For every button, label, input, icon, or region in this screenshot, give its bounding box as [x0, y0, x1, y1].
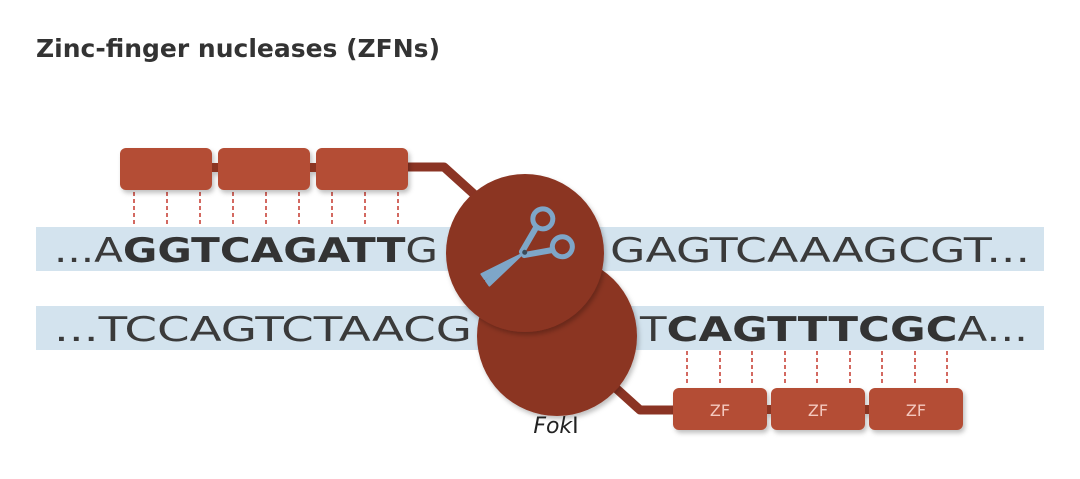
bottom-right-base-8: G	[890, 310, 926, 350]
top-zinc-finger-array	[120, 148, 408, 190]
top-binding-lines	[133, 192, 399, 226]
zf-label-3: ZF	[906, 401, 926, 420]
scissors-icon	[480, 206, 575, 287]
bottom-right-base-1: C	[667, 310, 699, 350]
top-linker	[405, 162, 490, 209]
top-left-base-9: T	[377, 231, 407, 271]
top-left-base-4: C	[220, 231, 251, 271]
foki-label-italic: Fok	[533, 414, 573, 439]
bottom-zinc-finger-array	[673, 388, 963, 430]
bottom-zinc-finger-2	[771, 388, 865, 430]
bottom-right-base-4: T	[767, 310, 798, 350]
top-left-base-8: T	[347, 231, 377, 271]
foki-label: FokI	[533, 414, 578, 439]
zf-label-1: ZF	[710, 401, 730, 420]
top-left-base-1: G	[123, 231, 158, 271]
bottom-sequence-left: ...TCCAGTCTAACG	[54, 310, 472, 350]
zf-label-2: ZF	[808, 401, 828, 420]
foki-label-roman: I	[572, 414, 579, 439]
bottom-binding-lines	[686, 351, 948, 386]
top-left-base-2: G	[157, 231, 191, 271]
bottom-right-base-5: T	[798, 310, 829, 350]
top-sequence-right: GAGTCAAAGCGT...	[610, 231, 1030, 271]
bottom-right-base-10: A...	[958, 310, 1028, 350]
bottom-right-base-9: C	[926, 310, 958, 350]
bottom-right-base-3: G	[732, 310, 767, 350]
top-zinc-finger-2	[218, 148, 310, 190]
bottom-right-base-0: T	[639, 310, 667, 350]
bottom-right-base-7: C	[858, 310, 890, 350]
top-left-base-3: T	[191, 231, 221, 271]
top-left-base-10: G	[405, 231, 438, 271]
bottom-zinc-finger-1	[673, 388, 767, 430]
top-left-base-7: A	[318, 231, 351, 271]
bottom-right-base-6: T	[828, 310, 859, 350]
bottom-right-base-2: A	[698, 310, 733, 350]
top-left-base-5: A	[251, 231, 284, 271]
top-zinc-finger-3	[316, 148, 408, 190]
top-left-base-0: ...A	[54, 231, 123, 271]
bottom-zinc-finger-3	[869, 388, 963, 430]
figure-title: Zinc-finger nucleases (ZFNs)	[36, 34, 440, 63]
top-zinc-finger-1	[120, 148, 212, 190]
top-left-base-6: G	[283, 231, 318, 271]
